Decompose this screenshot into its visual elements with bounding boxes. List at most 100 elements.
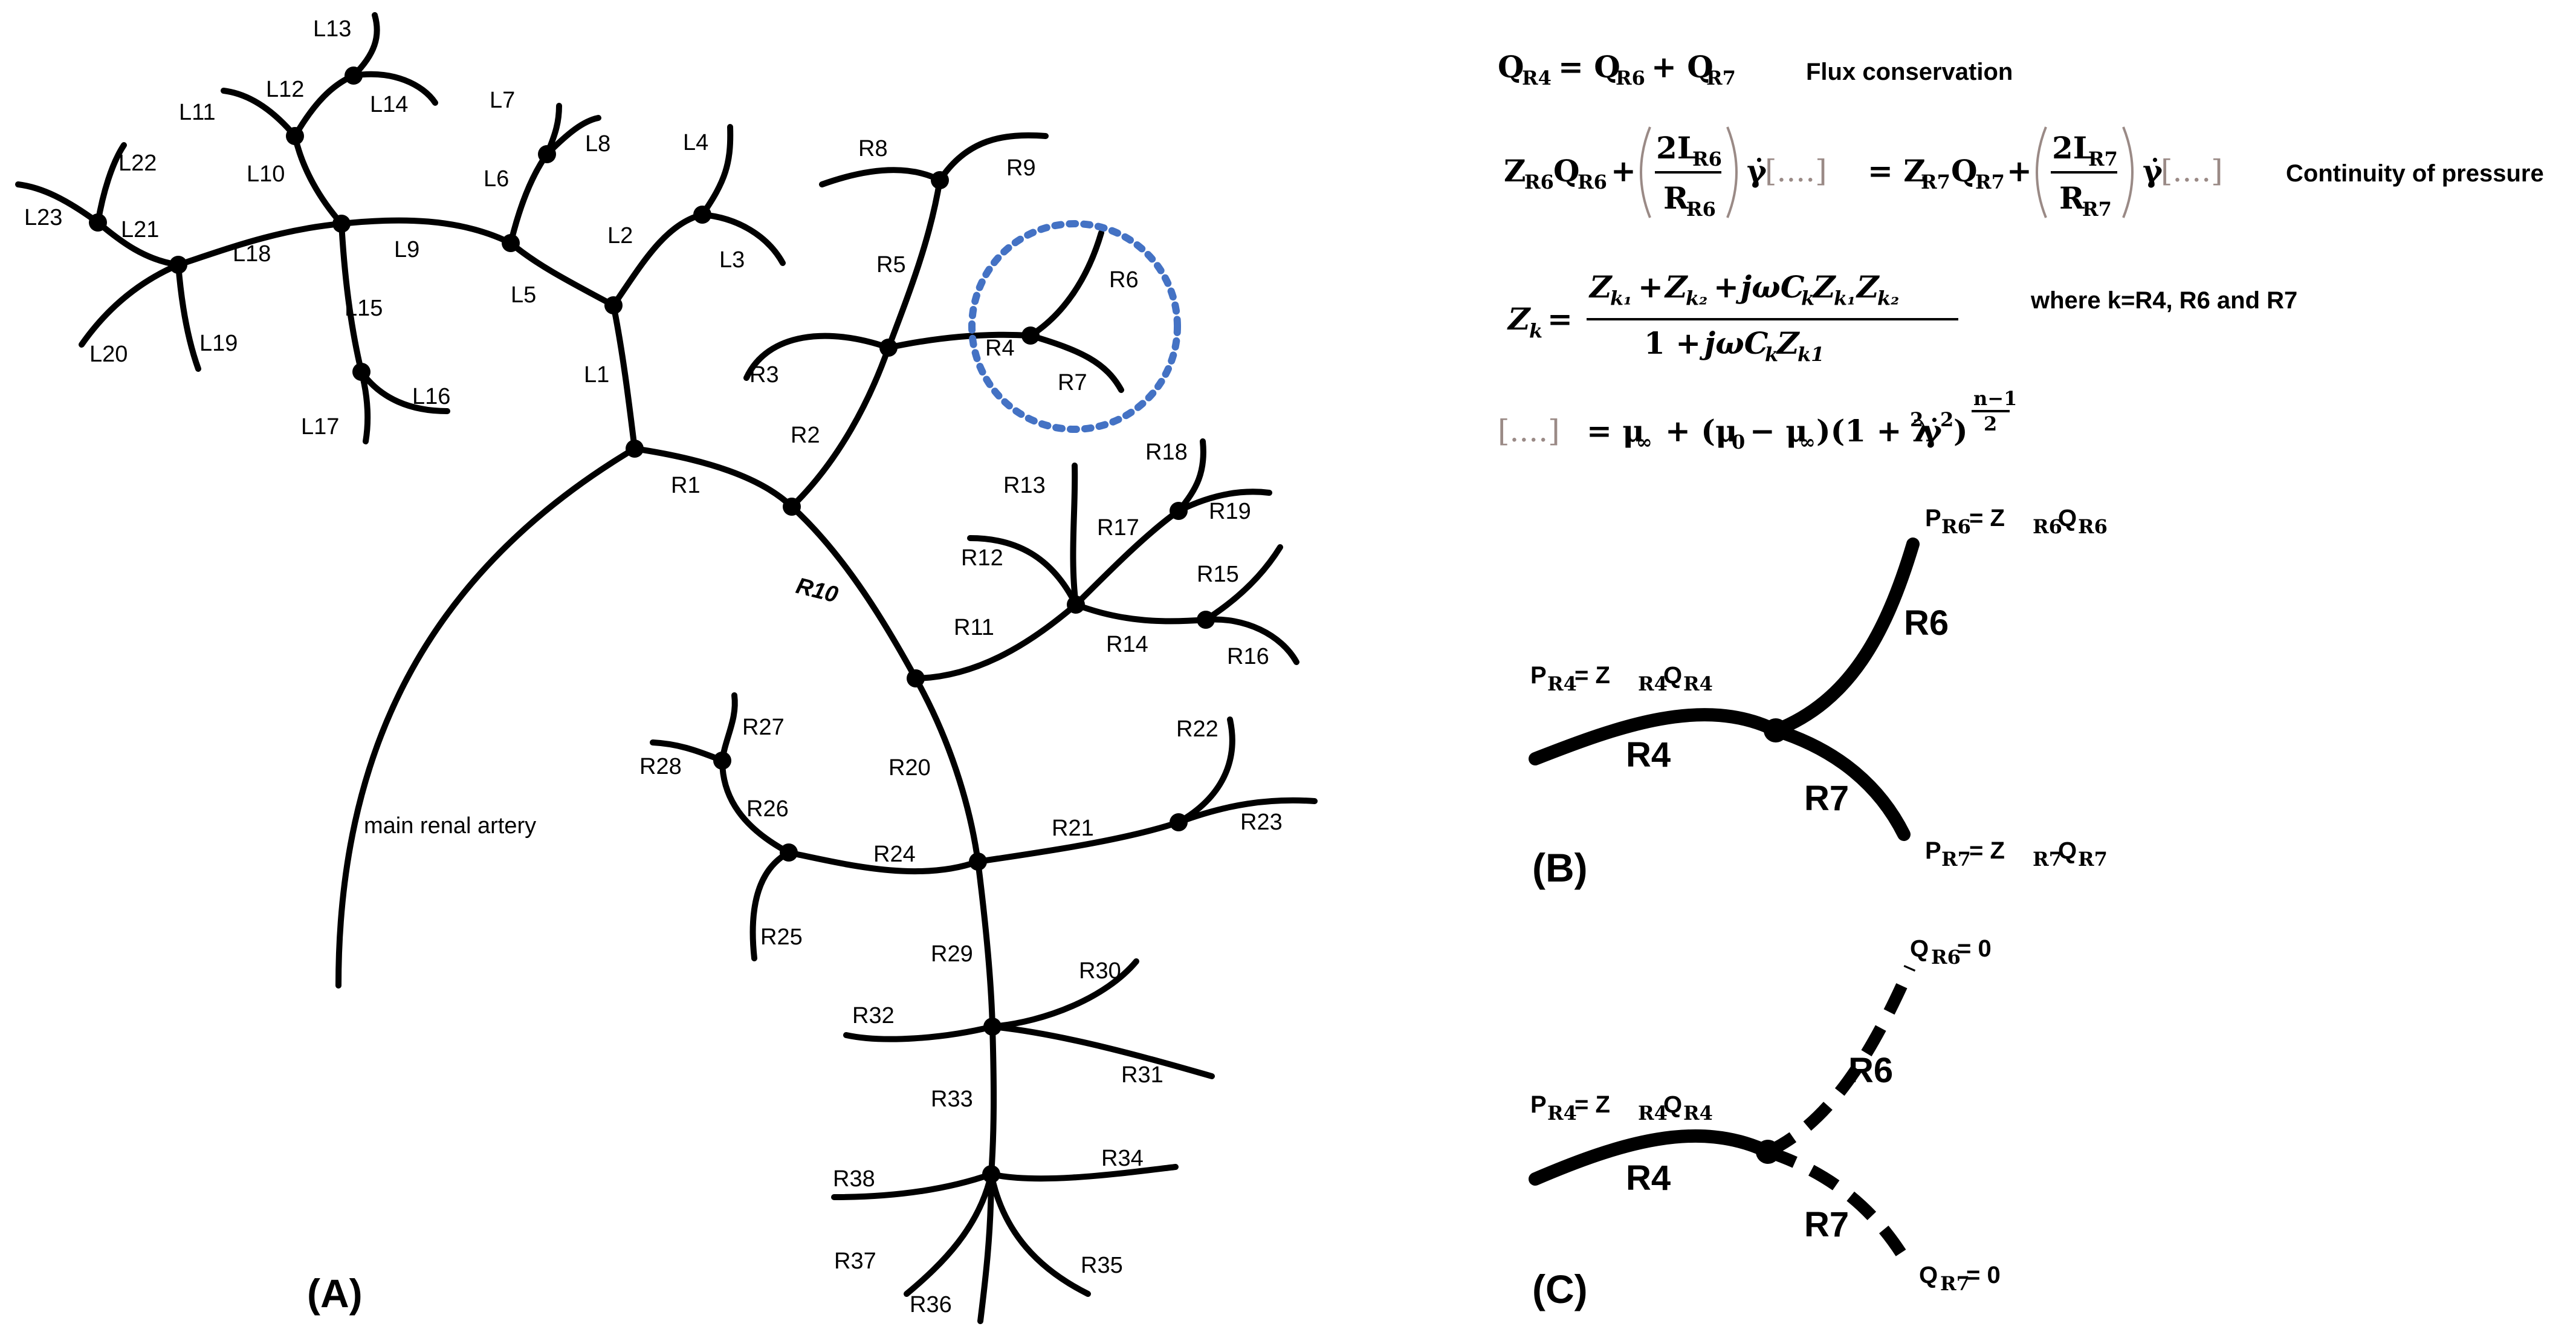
vessel-r13 [1070, 463, 1079, 608]
svg-text:R6: R6 [1578, 171, 1607, 193]
label-l21: L21 [121, 217, 159, 242]
svg-text:Z: Z [1776, 325, 1801, 361]
label-l12: L12 [266, 77, 304, 102]
vessel-l23 [15, 181, 101, 226]
svg-text:Z: Z [1504, 153, 1526, 189]
junction-node [626, 440, 644, 458]
panel-c-vessel-r4 [1529, 1129, 1775, 1186]
junction-node [693, 206, 711, 224]
equation-continuity-of-pressure: Z R6 Q R6 + 2L R6 R R6 γ̇ [....] = Z R7 … [1504, 126, 2544, 221]
junction-node [1021, 326, 1040, 345]
svg-text:Q: Q [1663, 662, 1682, 689]
label-r37: R37 [834, 1249, 876, 1274]
panel-c-label-r7: R7 [1804, 1205, 1849, 1244]
svg-text:Q: Q [1919, 1262, 1938, 1288]
svg-text:k: k [1529, 319, 1542, 342]
svg-text:P: P [1925, 837, 1941, 864]
junction-node [982, 1165, 1000, 1183]
panel-b: P R6 = Z R6 Q R6 R6 P R4 = Z R4 Q R4 R4 … [1529, 505, 2108, 890]
junction-node [1067, 596, 1085, 614]
junction-node [969, 853, 987, 871]
svg-text:Q: Q [1498, 49, 1524, 85]
svg-text:R7: R7 [2078, 848, 2108, 871]
label-r3: R3 [749, 362, 779, 388]
label-l18: L18 [233, 241, 271, 267]
junction-nodes [89, 67, 1215, 1183]
label-r6: R6 [1109, 267, 1139, 293]
svg-text:= 0: = 0 [1966, 1262, 2001, 1288]
panel-c-vessel-r7 [1765, 1146, 1909, 1261]
label-r22: R22 [1176, 716, 1218, 742]
svg-text:P: P [1925, 505, 1941, 531]
svg-text:R7: R7 [1941, 848, 1971, 871]
vessel-l4 [699, 124, 734, 218]
svg-text:P: P [1530, 662, 1547, 689]
svg-text:k₁: k₁ [1834, 287, 1856, 310]
svg-text:= Z: = Z [1969, 837, 2005, 864]
label-r18: R18 [1145, 440, 1188, 465]
vessel-r20 [913, 675, 981, 865]
vessel-r25 [749, 849, 792, 961]
label-r29: R29 [931, 941, 973, 967]
junction-node [286, 127, 304, 145]
vessel-r33 [988, 1024, 997, 1177]
label-r4: R4 [985, 336, 1015, 361]
vessel-l10 [292, 133, 345, 227]
svg-text:R6: R6 [1686, 198, 1716, 221]
vessel-r7 [1027, 333, 1124, 393]
svg-text:R4: R4 [1547, 1102, 1577, 1125]
svg-text:+: + [1638, 269, 1663, 305]
vessel-r26 [719, 758, 792, 856]
vessel-r4 [885, 331, 1034, 351]
svg-text:=: = [1547, 301, 1573, 337]
vessel-l11 [221, 88, 298, 139]
label-l16: L16 [412, 384, 450, 409]
vessel-r27 [719, 692, 738, 764]
label-l7: L7 [490, 88, 515, 113]
label-l3: L3 [719, 247, 745, 273]
panel-b-vessel-r6 [1769, 538, 1920, 737]
svg-text:2: 2 [1940, 408, 1953, 431]
svg-text:jωC: jωC [1699, 325, 1769, 361]
vessel-r1 [632, 446, 795, 510]
junction-node [780, 843, 798, 862]
svg-text:R7: R7 [1706, 67, 1736, 89]
vessel-r31 [989, 1024, 1215, 1079]
vessel-r22 [1176, 716, 1235, 825]
flux-conservation-label: Flux conservation [1806, 59, 2013, 85]
label-r24: R24 [873, 842, 916, 867]
junction-node [89, 213, 107, 232]
svg-text:1 +: 1 + [1644, 325, 1701, 361]
label-r12: R12 [961, 545, 1003, 571]
label-l14: L14 [370, 92, 408, 117]
svg-text:= Z: = Z [1868, 153, 1926, 189]
vessel-l6 [508, 151, 550, 246]
vessel-l20 [79, 262, 181, 348]
vessel-l8 [544, 115, 601, 157]
vessel-r3 [743, 333, 892, 381]
label-main-renal-artery: main renal artery [364, 813, 536, 839]
svg-text:2: 2 [1910, 408, 1923, 431]
junction-node [1170, 813, 1188, 831]
panel-c-pressure-r4: P R4 = Z R4 Q R4 [1530, 1091, 1713, 1125]
label-r5: R5 [876, 252, 906, 278]
svg-text:R6: R6 [1931, 946, 1961, 969]
svg-text:R4: R4 [1522, 67, 1552, 89]
vessel-r32 [843, 1024, 995, 1042]
vessel-r6 [1027, 230, 1104, 339]
panel-b-pressure-r6: P R6 = Z R6 Q R6 [1925, 505, 2108, 538]
vessel-r14 [1073, 602, 1209, 625]
svg-text:R6: R6 [1616, 67, 1645, 89]
svg-text:k1: k1 [1798, 343, 1824, 366]
l-labels: L1 L2 L3 L4 L5 L6 L7 L8 L9 L10 L11 L12 L… [24, 16, 745, 440]
svg-text:R7: R7 [1975, 171, 2005, 193]
svg-text:Z: Z [1812, 269, 1837, 305]
label-l17: L17 [301, 414, 339, 440]
vessel-r19 [1176, 489, 1272, 514]
label-r11: R11 [954, 615, 994, 640]
svg-text:2: 2 [1984, 412, 1997, 435]
label-r33: R33 [931, 1087, 973, 1112]
label-r13: R13 [1003, 473, 1046, 498]
label-r30: R30 [1079, 958, 1121, 984]
